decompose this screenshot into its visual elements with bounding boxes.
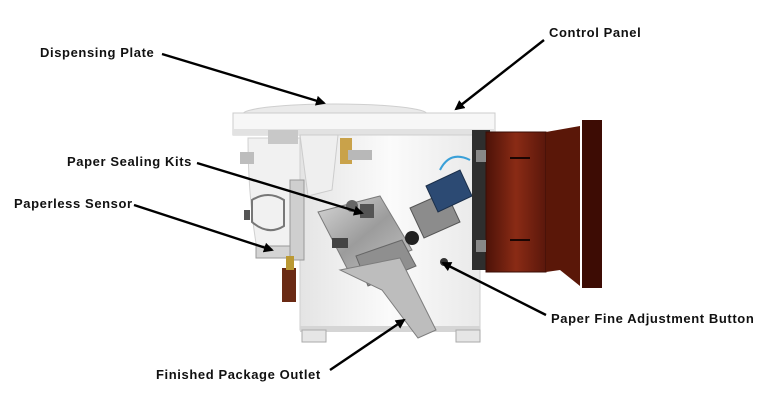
dispensing-plate: [232, 103, 496, 136]
pointer-arrows: [133, 39, 547, 371]
arrow-dispensing-plate: [161, 52, 326, 106]
arrow-finished-package-outlet: [329, 318, 406, 371]
arrow-fine-adjustment: [441, 261, 547, 317]
arrow-paper-sealing-kits: [196, 161, 364, 216]
paper-sealing-kits: [317, 195, 437, 339]
label-paperless-sensor: Paperless Sensor: [14, 196, 133, 211]
label-dispensing-plate: Dispensing Plate: [40, 45, 155, 60]
label-paper-sealing-kits: Paper Sealing Kits: [67, 154, 192, 169]
label-paper-fine-adjustment-button: Paper Fine Adjustment Button: [551, 311, 755, 326]
control-panel: [472, 120, 602, 288]
arrow-paperless-sensor: [133, 203, 274, 253]
label-finished-package-outlet: Finished Package Outlet: [156, 367, 321, 382]
label-control-panel: Control Panel: [549, 25, 642, 40]
arrow-control-panel: [454, 39, 545, 111]
